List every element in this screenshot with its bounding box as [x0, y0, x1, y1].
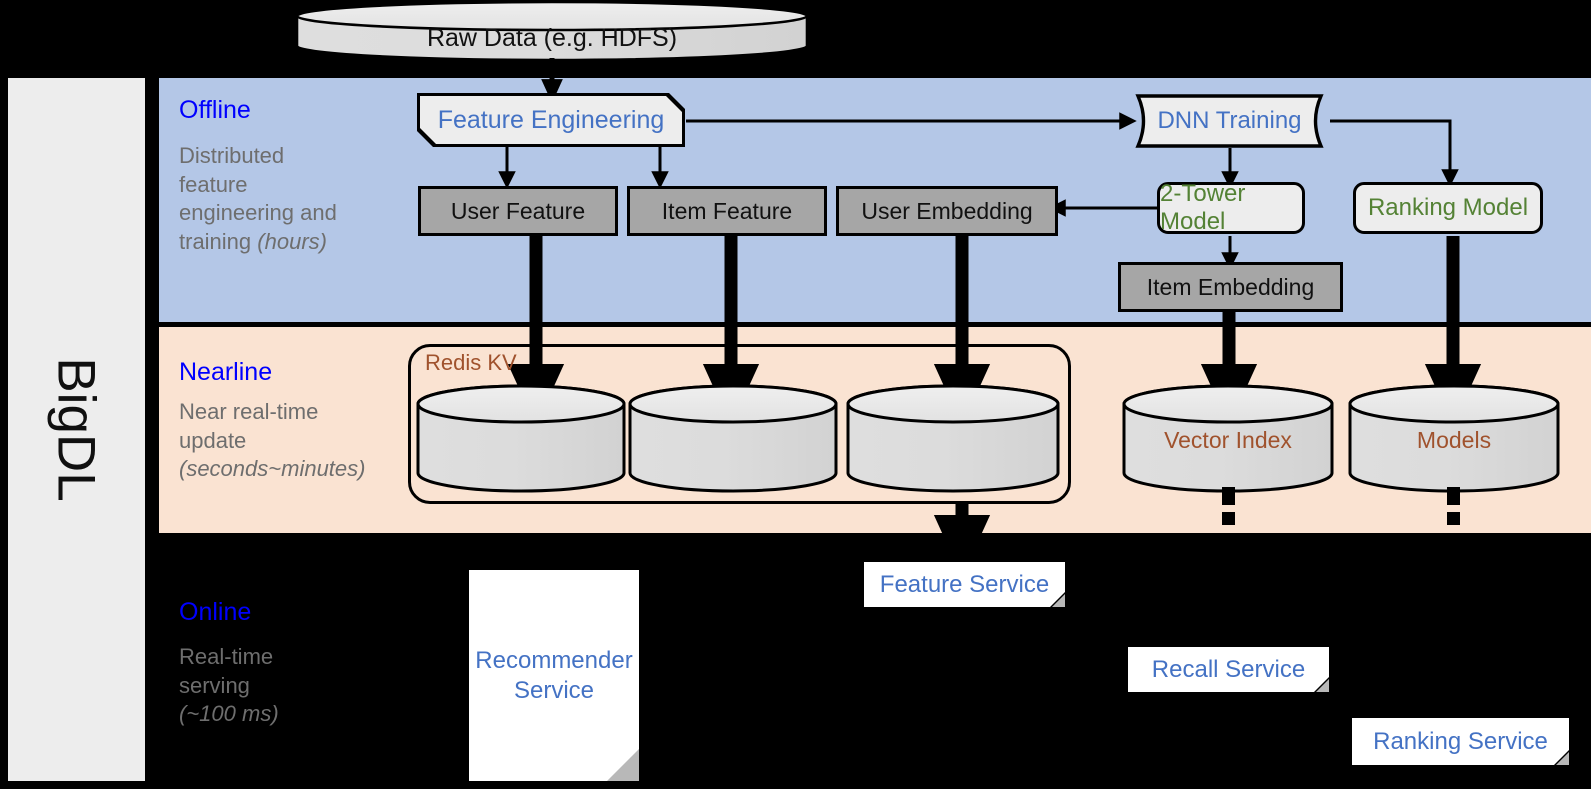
feature-engineering-node[interactable]: Feature Engineering — [420, 96, 682, 144]
online-title: Online — [179, 598, 252, 626]
recall-service-label: Recall Service — [1151, 655, 1306, 683]
models-label: Models — [1416, 426, 1492, 453]
raw-data-label: Raw Data (e.g. HDFS) — [297, 16, 807, 60]
user-feature-label: User Feature — [450, 197, 586, 224]
offline-subtitle-italic: (hours) — [257, 228, 327, 254]
bigdl-framework-rail: BigDL — [8, 78, 145, 781]
vector-index-label-wrap: Vector Index — [1124, 420, 1332, 460]
ranking-model-label: Ranking Model — [1367, 194, 1529, 221]
feature-engineering-label: Feature Engineering — [437, 105, 665, 134]
dnn-training-label: DNN Training — [1157, 107, 1302, 134]
nearline-subtitle-l1: Near real-time — [179, 399, 319, 424]
user-feature-node[interactable]: User Feature — [418, 186, 618, 236]
offline-subtitle-l2: feature — [179, 171, 248, 197]
recommender-service-line1: Recommender — [475, 647, 633, 675]
redis-kv-label: Redis KV — [425, 350, 517, 375]
models-label-wrap: Models — [1350, 420, 1558, 460]
dnn-training-node[interactable]: DNN Training — [1130, 94, 1329, 148]
item-feature-label: Item Feature — [661, 197, 793, 224]
online-subtitle-l2: serving — [179, 672, 250, 698]
online-subtitle-italic: (~100 ms) — [179, 701, 279, 727]
feature-service-label: Feature Service — [879, 570, 1050, 598]
user-embedding-node[interactable]: User Embedding — [836, 186, 1058, 236]
ranking-service-node[interactable]: Ranking Service — [1352, 718, 1569, 765]
offline-subtitle: Distributed feature engineering and trai… — [179, 142, 394, 256]
dnn-training-label-wrap: DNN Training — [1130, 94, 1329, 148]
vector-index-label: Vector Index — [1164, 426, 1292, 453]
user-embedding-label: User Embedding — [861, 197, 1033, 224]
offline-subtitle-l4: training — [179, 228, 258, 254]
item-embedding-label: Item Embedding — [1146, 273, 1315, 300]
recommender-service-node[interactable]: Recommender Service — [469, 570, 639, 781]
two-tower-model-label: 2-Tower Model — [1160, 180, 1246, 235]
feature-service-node[interactable]: Feature Service — [864, 562, 1065, 607]
online-subtitle-l1: Real-time — [179, 644, 274, 669]
redis-kv-container[interactable] — [408, 344, 1071, 504]
dnn-training-shape — [1135, 94, 1324, 148]
bigdl-label: BigDL — [47, 357, 107, 502]
nearline-title: Nearline — [179, 358, 273, 386]
offline-subtitle-l1: Distributed — [179, 143, 285, 168]
ranking-model-node[interactable]: Ranking Model — [1353, 182, 1543, 234]
recommender-service-line2: Service — [513, 676, 595, 704]
item-feature-node[interactable]: Item Feature — [627, 186, 827, 236]
online-subtitle: Real-time serving (~100 ms) — [179, 643, 394, 729]
two-tower-model-node[interactable]: 2-Tower Model — [1157, 180, 1305, 235]
raw-data-text: Raw Data (e.g. HDFS) — [426, 23, 678, 52]
nearline-subtitle-italic: (seconds~minutes) — [179, 456, 366, 482]
item-embedding-node[interactable]: Item Embedding — [1118, 262, 1343, 312]
recall-service-node[interactable]: Recall Service — [1128, 647, 1329, 692]
offline-subtitle-l3: engineering and — [179, 200, 337, 226]
recommender-service-label: Recommender Service — [475, 646, 632, 705]
nearline-subtitle-l2: update — [179, 427, 247, 453]
ranking-service-label: Ranking Service — [1373, 727, 1548, 755]
nearline-subtitle: Near real-time update (seconds~minutes) — [179, 398, 414, 484]
offline-title: Offline — [179, 96, 251, 124]
